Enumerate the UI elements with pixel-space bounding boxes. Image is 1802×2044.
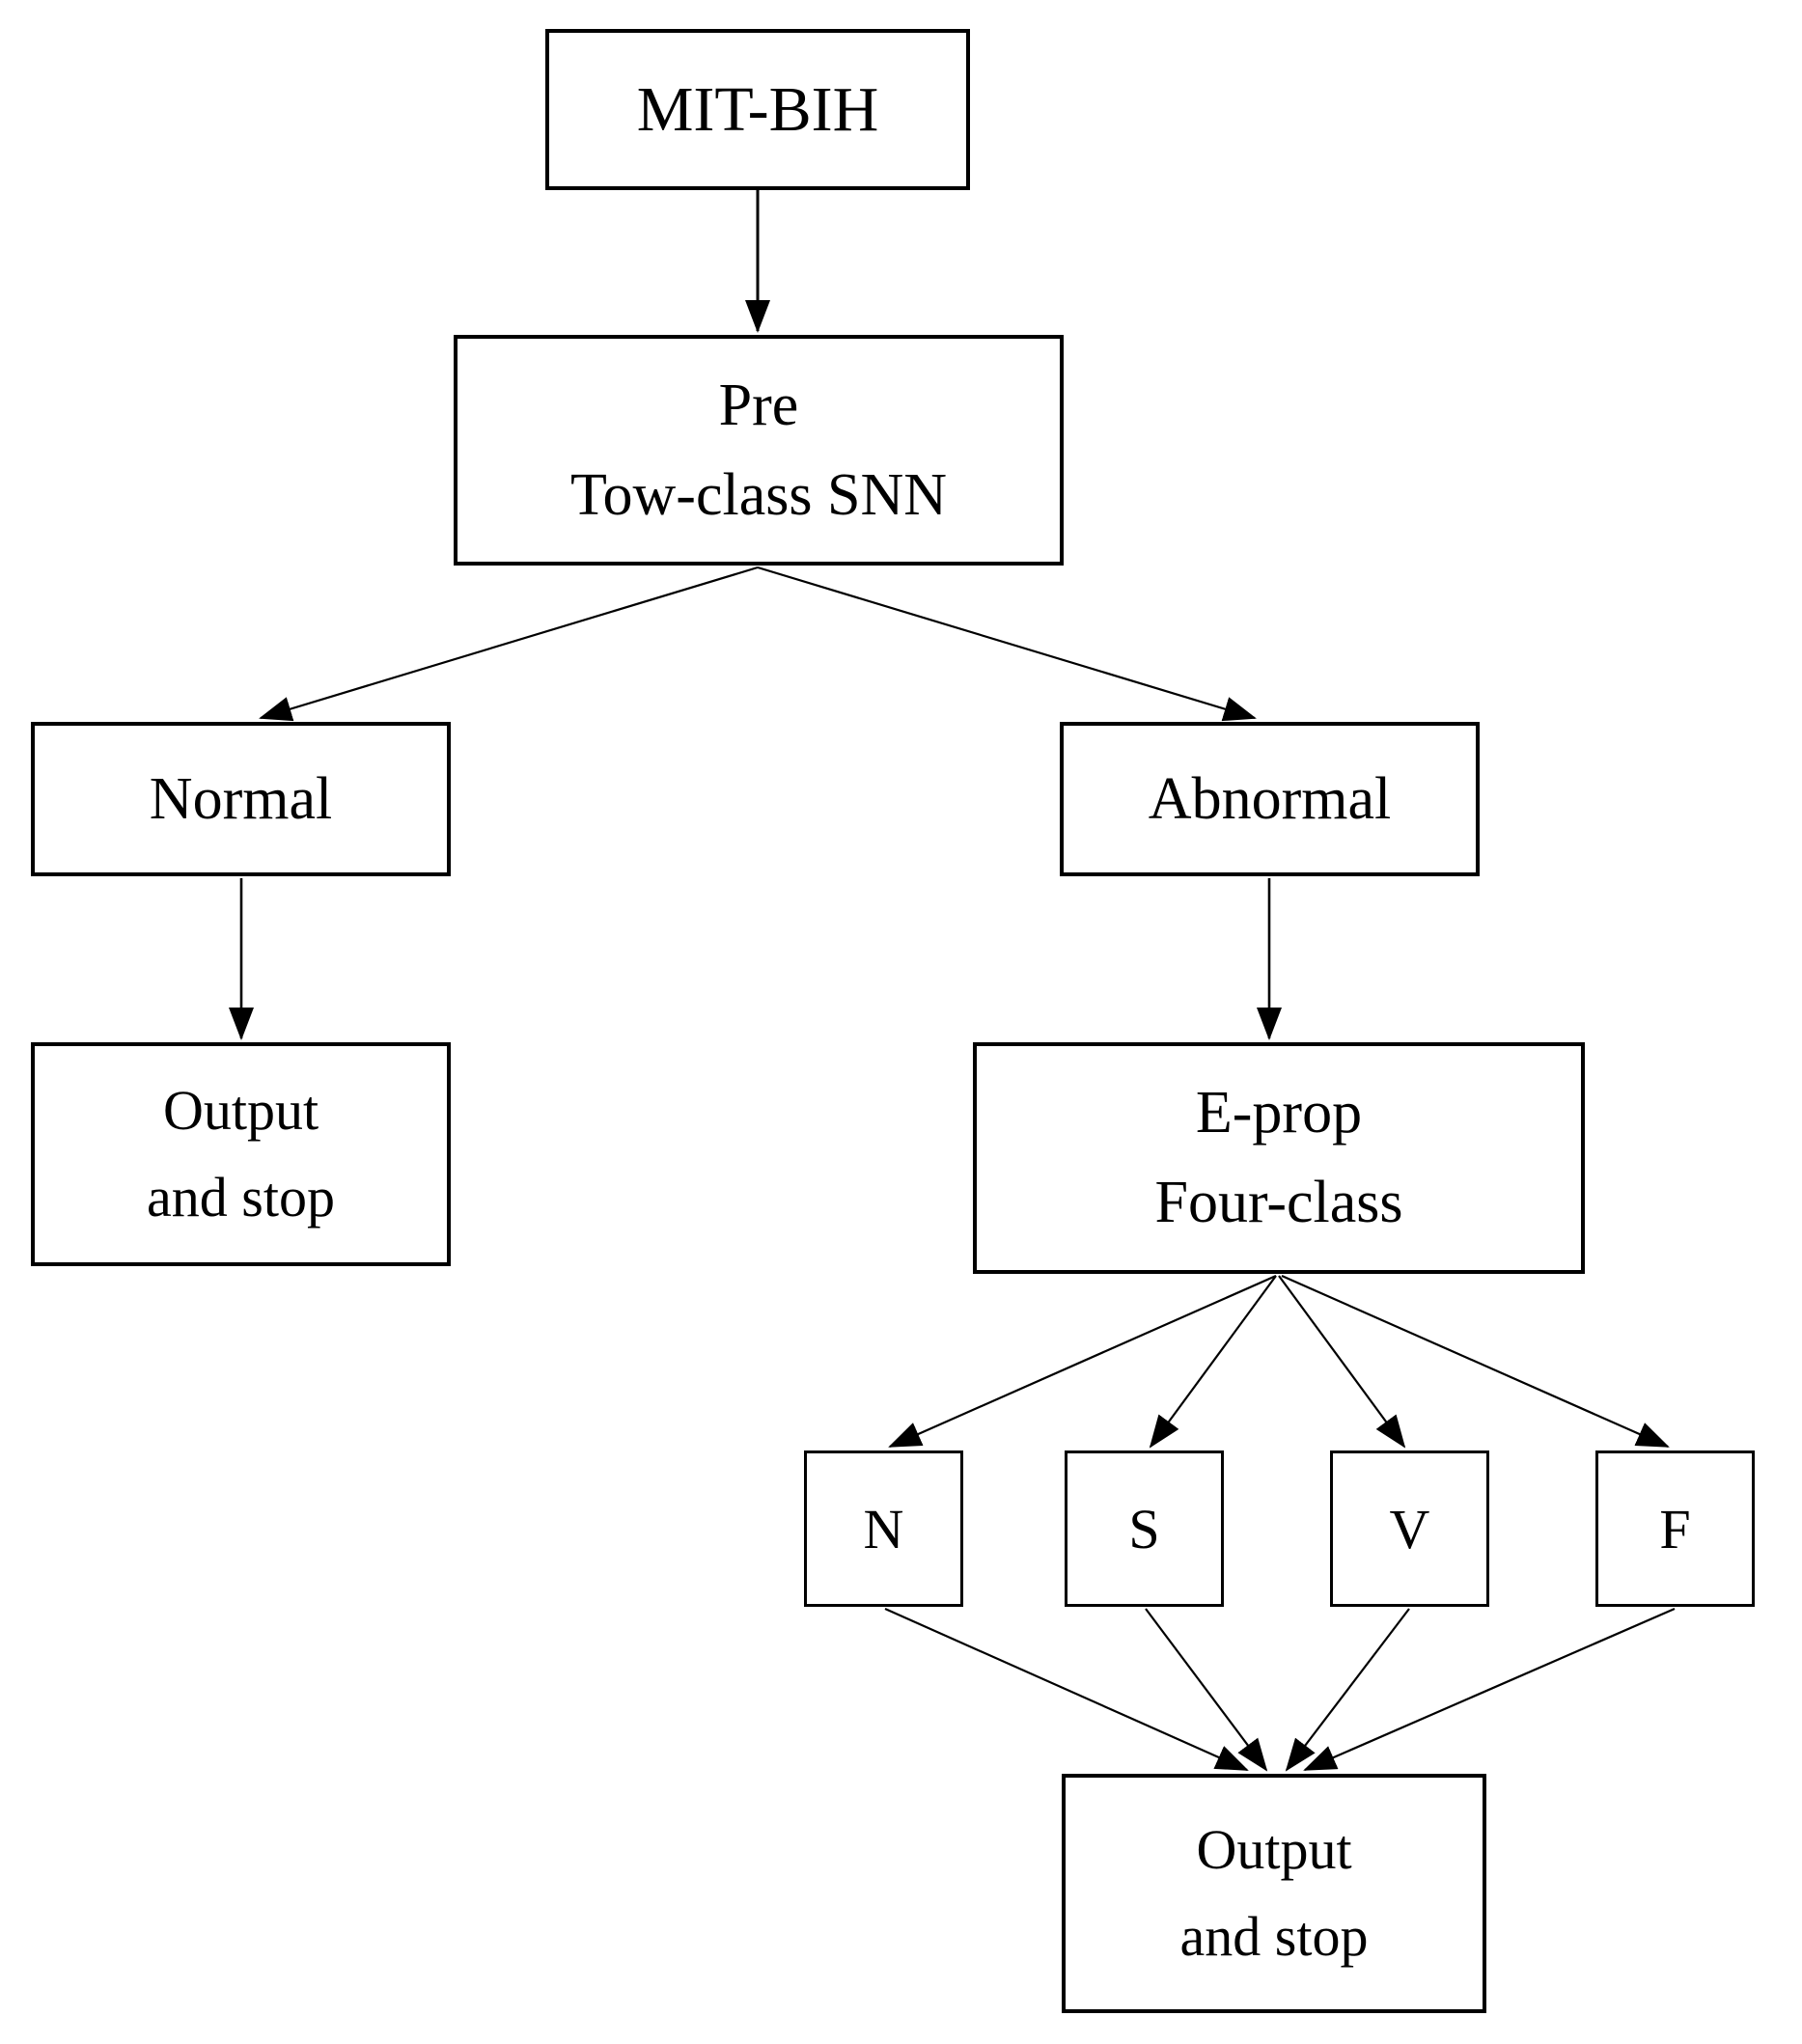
node-label-line1: E-prop <box>1195 1080 1363 1146</box>
arrow-s-to-output <box>1145 1608 1268 1772</box>
node-mit-bih-dataset: MIT-BIH <box>545 29 970 190</box>
node-label-line2: Tow-class SNN <box>569 461 947 528</box>
node-label: S <box>1128 1497 1160 1561</box>
node-label: N <box>863 1497 904 1561</box>
node-class-v: V <box>1330 1450 1489 1607</box>
node-output-and-stop-left: Output and stop <box>31 1042 451 1266</box>
node-output-and-stop-bottom: Output and stop <box>1062 1774 1486 2013</box>
arrow-pre-to-normal <box>259 566 759 722</box>
node-label-line1: Output <box>162 1079 319 1143</box>
arrow-f-to-output <box>1303 1607 1676 1772</box>
arrow-eprop-to-f <box>1281 1274 1670 1449</box>
node-label: F <box>1659 1497 1691 1561</box>
node-label-line1: Output <box>1196 1818 1352 1882</box>
node-class-n: N <box>804 1450 963 1607</box>
arrow-eprop-to-n <box>888 1274 1277 1449</box>
node-abnormal: Abnormal <box>1060 722 1480 876</box>
node-class-s: S <box>1065 1450 1224 1607</box>
arrow-eprop-to-v <box>1278 1275 1406 1449</box>
node-label: Abnormal <box>1148 765 1392 832</box>
node-label-line1: Pre <box>718 372 799 438</box>
arrow-v-to-output <box>1285 1608 1410 1772</box>
node-label-line2: Four-class <box>1154 1170 1403 1235</box>
arrow-pre-to-abnormal <box>757 566 1257 722</box>
node-normal: Normal <box>31 722 451 876</box>
node-label: MIT-BIH <box>636 73 879 145</box>
node-label-line2: and stop <box>1179 1905 1369 1968</box>
node-pre-two-class-snn: Pre Tow-class SNN <box>454 335 1064 566</box>
node-eprop-four-class: E-prop Four-class <box>973 1042 1585 1274</box>
node-label: Normal <box>149 765 333 832</box>
arrow-eprop-to-s <box>1149 1275 1277 1449</box>
node-class-f: F <box>1595 1450 1755 1607</box>
node-label-line2: and stop <box>147 1166 335 1229</box>
node-label: V <box>1389 1497 1430 1561</box>
arrow-n-to-output <box>884 1607 1249 1772</box>
